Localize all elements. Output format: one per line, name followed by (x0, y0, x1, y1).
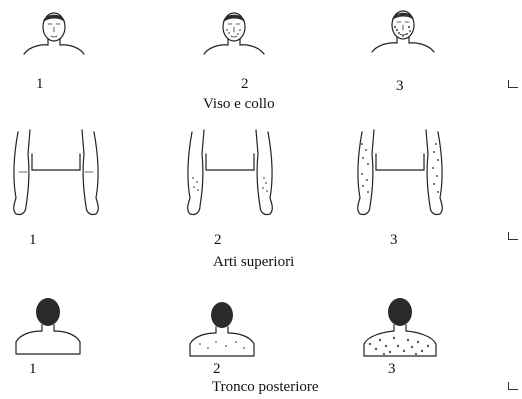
corner-mark (508, 382, 518, 390)
section-caption-posterior-trunk: Tronco posteriore (212, 379, 319, 395)
corner-mark (508, 232, 518, 240)
upper-limbs-grade-2-label: 2 (214, 232, 222, 248)
upper-limbs-grade-3-illustration (350, 124, 450, 220)
face-neck-grade-3-illustration (368, 6, 438, 58)
upper-limbs-grade-2-illustration (180, 124, 280, 220)
posterior-trunk-grade-3-label: 3 (388, 361, 396, 377)
section-caption-face-neck: Viso e collo (203, 96, 275, 112)
face-neck-grade-2-illustration (200, 8, 268, 60)
face-neck-grade-3-label: 3 (396, 78, 404, 94)
posterior-trunk-grade-2-illustration (186, 300, 258, 360)
face-neck-grade-1-illustration (20, 8, 88, 60)
upper-limbs-grade-1-illustration (6, 124, 106, 220)
posterior-trunk-grade-3-illustration (360, 296, 440, 360)
upper-limbs-grade-1-label: 1 (29, 232, 37, 248)
posterior-trunk-grade-2-label: 2 (213, 361, 221, 377)
posterior-trunk-grade-1-label: 1 (29, 361, 37, 377)
upper-limbs-grade-3-label: 3 (390, 232, 398, 248)
corner-mark (508, 80, 518, 88)
section-caption-upper-limbs: Arti superiori (213, 254, 294, 270)
posterior-trunk-grade-1-illustration (12, 296, 84, 358)
face-neck-grade-2-label: 2 (241, 76, 249, 92)
face-neck-grade-1-label: 1 (36, 76, 44, 92)
